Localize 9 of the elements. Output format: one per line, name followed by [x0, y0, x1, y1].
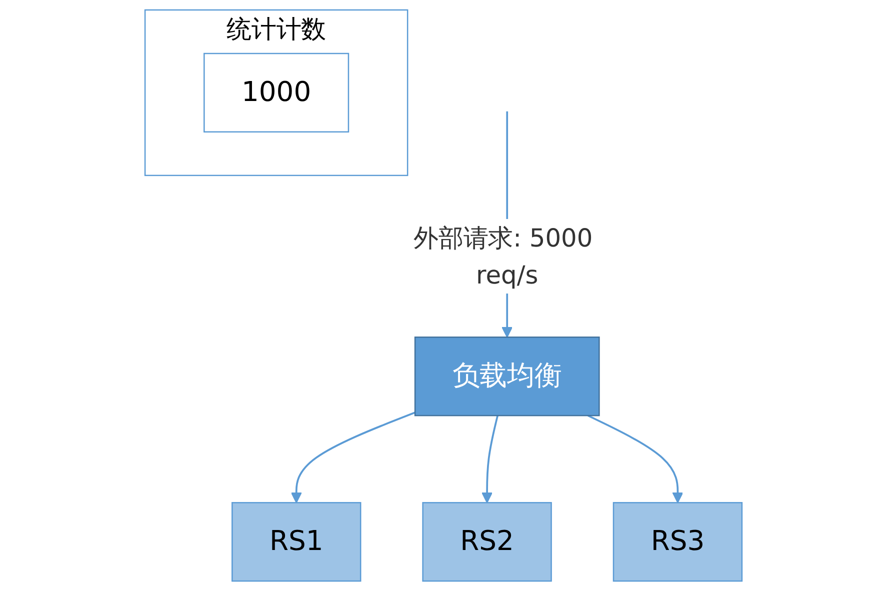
arrow [588, 414, 684, 504]
node-box: RS3 [612, 502, 743, 582]
arrow [482, 415, 499, 504]
node-box: RS1 [232, 502, 362, 582]
edge-label: 外部请求: 5000 req/s [414, 222, 593, 290]
node-box: 1000 [204, 52, 350, 132]
node-box: 负载均衡 [414, 336, 600, 416]
arrow [290, 412, 416, 504]
node-box: RS2 [422, 502, 552, 582]
